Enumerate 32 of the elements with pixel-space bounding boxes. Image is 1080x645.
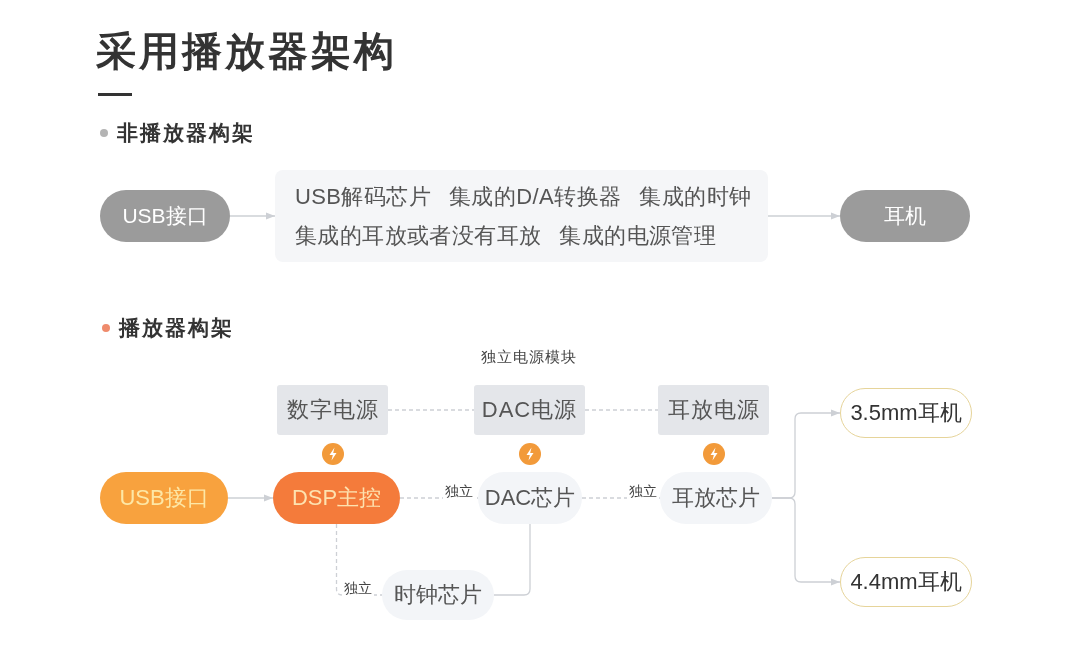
- feature-text: USB解码芯片: [295, 183, 432, 210]
- pill-node: USB接口: [100, 472, 228, 524]
- edge-label: 独立: [627, 482, 659, 500]
- pill-node: 耳机: [840, 190, 970, 242]
- connector-line: [493, 523, 531, 596]
- output-pill: 4.4mm耳机: [840, 557, 972, 607]
- section-heading: 非播放器构架: [117, 120, 255, 146]
- feature-text: 集成的耳放或者没有耳放: [295, 222, 542, 249]
- pill-node: USB接口: [100, 190, 230, 242]
- output-pill: 3.5mm耳机: [840, 388, 972, 438]
- arrow: [229, 212, 276, 220]
- edge-label: 独立: [342, 579, 374, 597]
- arrow: [771, 497, 841, 586]
- feature-text: 集成的时钟: [639, 183, 752, 210]
- pill-node: DSP主控: [273, 472, 400, 524]
- chip-pill: 耳放芯片: [660, 472, 772, 524]
- group-heading: 独立电源模块: [481, 347, 577, 367]
- feature-text: 集成的D/A转换器: [449, 183, 622, 210]
- edge-label: 独立: [443, 482, 475, 500]
- title: 采用播放器架构: [96, 28, 397, 75]
- connector-line: [387, 409, 475, 411]
- power-box: 数字电源: [277, 385, 388, 435]
- chip-pill: DAC芯片: [478, 472, 582, 524]
- feature-text: 集成的电源管理: [559, 222, 717, 249]
- power-box: 耳放电源: [658, 385, 769, 435]
- connector-line: [584, 409, 659, 411]
- arrow: [767, 212, 841, 220]
- chip-pill: 时钟芯片: [382, 570, 494, 620]
- feature-panel: [275, 170, 768, 262]
- arrow: [227, 494, 274, 502]
- power-box: DAC电源: [474, 385, 585, 435]
- section-heading: 播放器构架: [119, 315, 234, 341]
